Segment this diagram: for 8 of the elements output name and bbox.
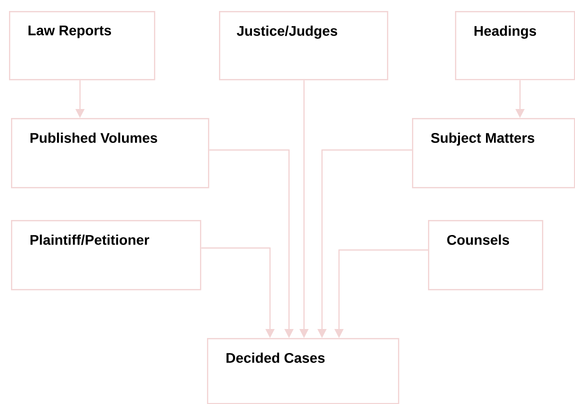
text-box: Justice/Judges — [219, 11, 388, 80]
text-box: Plaintiff/Petitioner — [11, 220, 202, 290]
text-box: Counsels — [428, 220, 544, 290]
text-box: Headings — [455, 11, 575, 80]
text-box: Published Volumes — [11, 118, 210, 188]
text-box: Law Reports — [9, 11, 156, 80]
text-box: Decided Cases — [207, 338, 400, 404]
text-box: Subject Matters — [412, 118, 575, 188]
